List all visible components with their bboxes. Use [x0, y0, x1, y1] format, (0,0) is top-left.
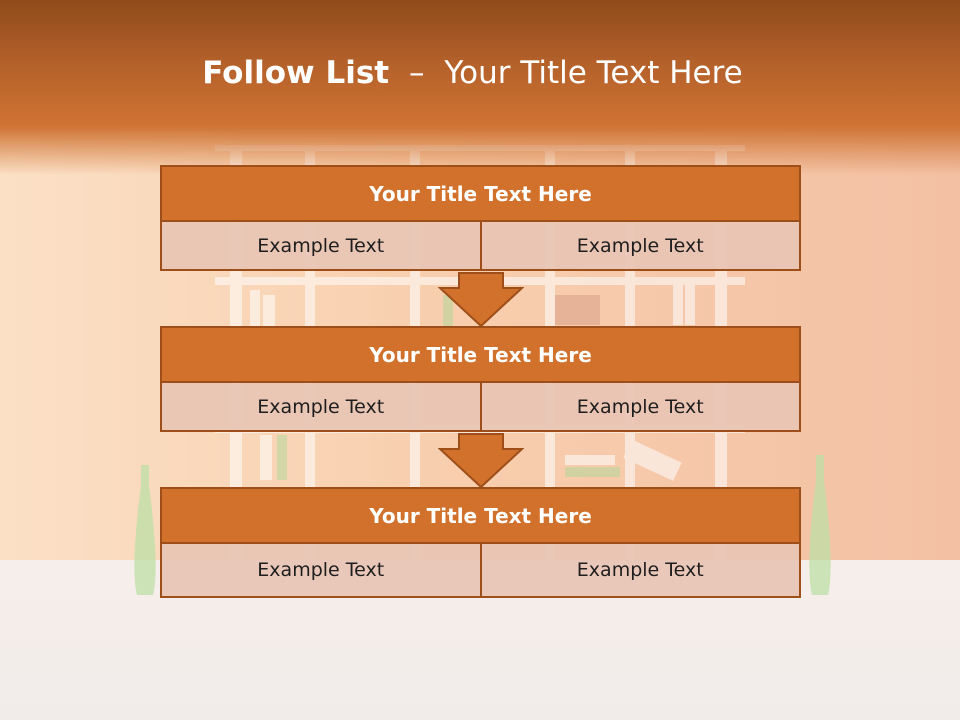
- flow-block-header: Your Title Text Here: [160, 165, 801, 222]
- flow-cell-left: Example Text: [160, 222, 482, 271]
- header-band: [0, 0, 960, 175]
- flow-block-row: Example Text Example Text: [160, 544, 801, 598]
- flow-cell-right: Example Text: [481, 383, 801, 432]
- title-separator: –: [408, 55, 425, 91]
- title-rest-part: Your Title Text Here: [444, 55, 743, 91]
- flow-cell-right: Example Text: [481, 544, 801, 598]
- vase-left-illustration: [134, 465, 156, 595]
- flow-block-row: Example Text Example Text: [160, 383, 801, 432]
- down-arrow-icon: [438, 272, 524, 328]
- flow-block-3: Your Title Text Here Example Text Exampl…: [160, 487, 801, 598]
- flow-cell-left: Example Text: [160, 383, 482, 432]
- down-arrow-icon: [438, 433, 524, 489]
- flow-block-header: Your Title Text Here: [160, 326, 801, 383]
- slide-title: Follow List – Your Title Text Here: [0, 55, 945, 91]
- title-bold-part: Follow List: [202, 55, 390, 91]
- flow-block-1: Your Title Text Here Example Text Exampl…: [160, 165, 801, 271]
- flow-block-2: Your Title Text Here Example Text Exampl…: [160, 326, 801, 432]
- flow-cell-right: Example Text: [481, 222, 801, 271]
- flow-block-header: Your Title Text Here: [160, 487, 801, 544]
- flow-block-row: Example Text Example Text: [160, 222, 801, 271]
- vase-right-illustration: [809, 455, 831, 595]
- flow-cell-left: Example Text: [160, 544, 482, 598]
